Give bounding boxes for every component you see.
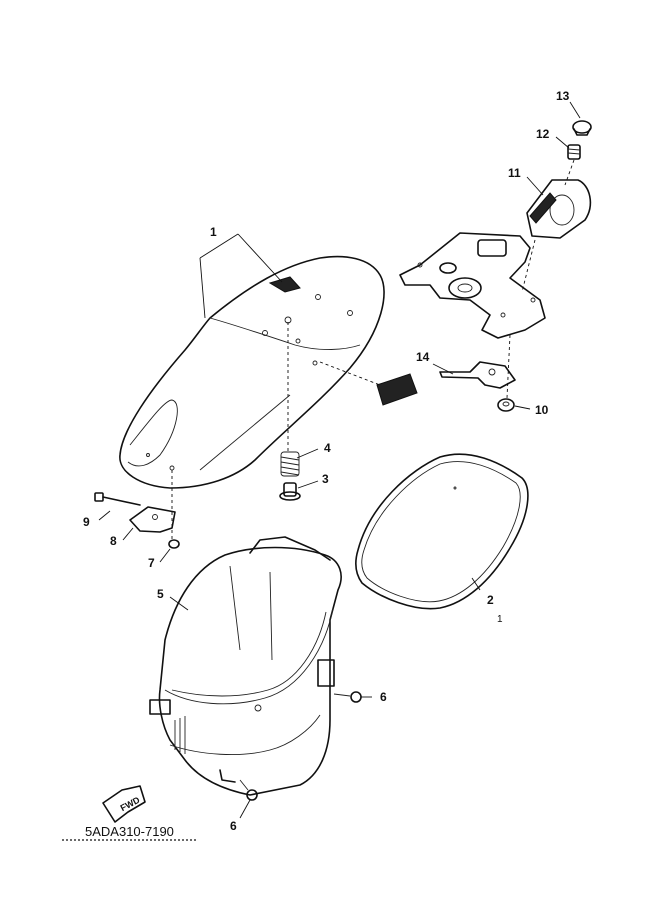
storage-box — [149, 536, 342, 796]
callout-3: 3 — [322, 472, 329, 486]
hinge-bracket — [129, 506, 176, 533]
callout-9: 9 — [83, 515, 90, 529]
callout-14: 14 — [416, 350, 430, 364]
hinge-nut — [168, 539, 180, 549]
callout-5: 5 — [157, 587, 164, 601]
cap — [572, 120, 592, 136]
seat-lock-catch — [439, 361, 516, 389]
diagram-code: 5ADA310-7190 — [85, 824, 174, 839]
damper — [279, 482, 301, 501]
callout-1: 1 — [210, 225, 217, 239]
leader-lines — [98, 101, 581, 819]
fwd-arrow: FWD — [102, 785, 146, 823]
lock-nut — [497, 398, 515, 412]
seal-gasket — [355, 453, 529, 610]
callout-4: 4 — [324, 441, 331, 455]
callout-13: 13 — [556, 89, 570, 103]
lock-cover — [526, 179, 592, 239]
callout-2: 2 — [487, 593, 494, 607]
spring — [280, 451, 300, 477]
callout-12: 12 — [536, 127, 550, 141]
seat-lock-bracket — [399, 232, 546, 339]
screw — [567, 144, 581, 160]
callout-7: 7 — [148, 556, 155, 570]
callout-6-bottom: 6 — [230, 819, 237, 833]
bolt-bottom — [239, 779, 258, 801]
seat — [119, 255, 385, 489]
callout-10: 10 — [535, 403, 549, 417]
callout-11: 11 — [508, 166, 521, 180]
bolt-side — [333, 691, 362, 703]
callout-8: 8 — [110, 534, 117, 548]
plate — [376, 373, 418, 406]
callout-6-side: 6 — [380, 690, 387, 704]
callout-2-sub: 1 — [497, 614, 503, 625]
hinge-bolt — [94, 492, 141, 506]
